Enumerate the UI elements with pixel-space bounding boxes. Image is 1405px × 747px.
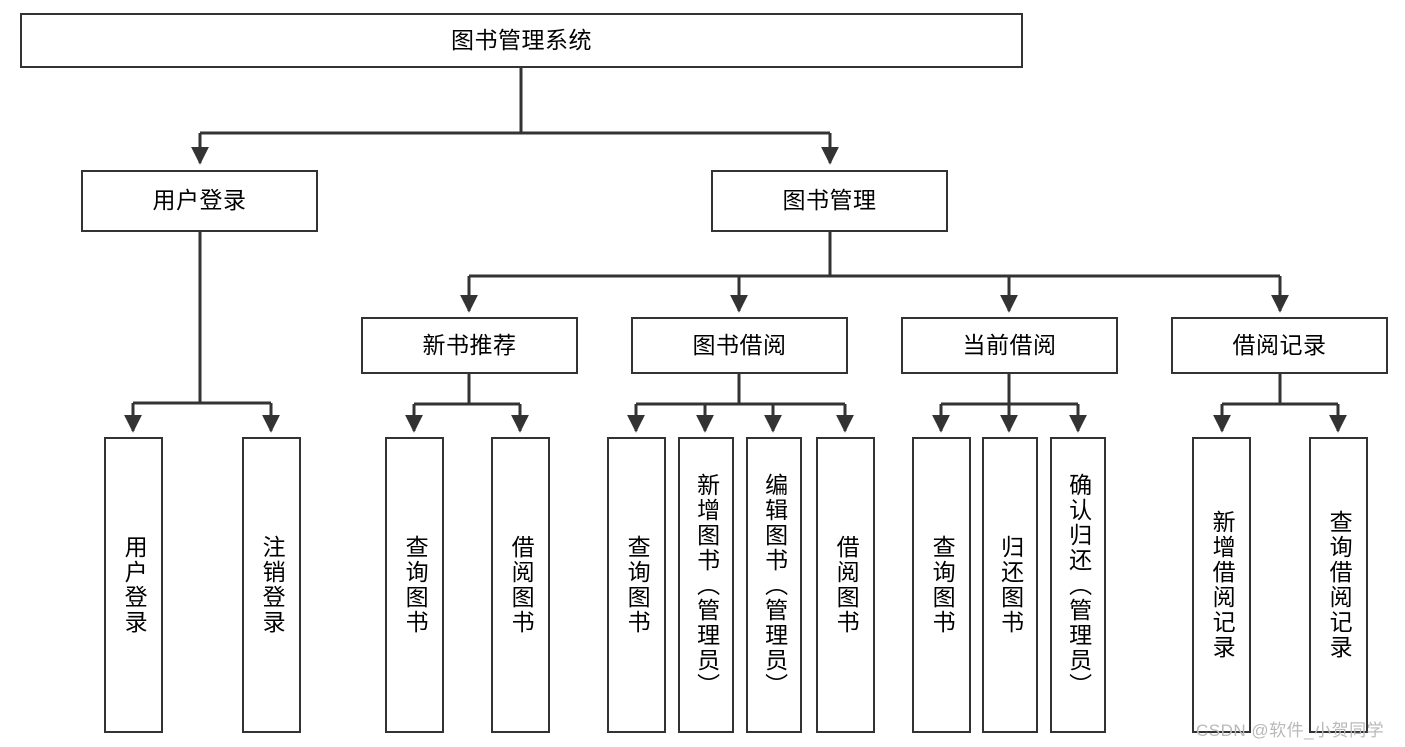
node-leaf-query-book-1-label: 查询图书	[402, 535, 429, 635]
node-leaf-query-book-3-label: 查询图书	[929, 535, 956, 635]
node-leaf-query-book-2-label: 查询图书	[624, 535, 651, 635]
node-leaf-logout-login[interactable]: 注销登录	[242, 437, 301, 733]
node-leaf-query-book-3[interactable]: 查询图书	[912, 437, 971, 733]
node-leaf-add-book-admin[interactable]: 新增图书（管理员）	[678, 437, 734, 733]
node-leaf-logout-login-label: 注销登录	[259, 535, 286, 635]
node-current-borrow[interactable]: 当前借阅	[901, 317, 1118, 374]
node-leaf-user-login[interactable]: 用户登录	[104, 437, 163, 733]
node-leaf-borrow-book-1[interactable]: 借阅图书	[491, 437, 550, 733]
node-current-borrow-label: 当前借阅	[962, 331, 1057, 358]
node-root[interactable]: 图书管理系统	[20, 13, 1023, 68]
node-borrow-record[interactable]: 借阅记录	[1171, 317, 1388, 374]
node-leaf-return-book-label: 归还图书	[997, 535, 1024, 635]
node-leaf-add-book-admin-label: 新增图书（管理员）	[693, 472, 720, 698]
node-leaf-return-book[interactable]: 归还图书	[982, 437, 1038, 733]
node-borrow-record-label: 借阅记录	[1232, 331, 1327, 358]
node-leaf-borrow-book-2[interactable]: 借阅图书	[816, 437, 875, 733]
node-leaf-query-book-2[interactable]: 查询图书	[607, 437, 666, 733]
node-leaf-user-login-label: 用户登录	[121, 535, 148, 635]
node-book-management-label: 图书管理	[782, 187, 877, 214]
node-leaf-query-borrow-record[interactable]: 查询借阅记录	[1309, 437, 1368, 733]
node-leaf-query-borrow-record-label: 查询借阅记录	[1326, 510, 1353, 660]
node-leaf-edit-book-admin[interactable]: 编辑图书（管理员）	[746, 437, 802, 733]
node-book-borrow-label: 图书借阅	[692, 331, 787, 358]
node-leaf-query-book-1[interactable]: 查询图书	[385, 437, 444, 733]
node-leaf-confirm-return-admin[interactable]: 确认归还（管理员）	[1050, 437, 1106, 733]
node-book-management[interactable]: 图书管理	[711, 170, 948, 232]
node-user-login[interactable]: 用户登录	[81, 170, 318, 232]
node-leaf-confirm-return-admin-label: 确认归还（管理员）	[1065, 472, 1092, 698]
node-new-book-recommend-label: 新书推荐	[422, 331, 517, 358]
node-leaf-borrow-book-1-label: 借阅图书	[508, 535, 535, 635]
node-leaf-borrow-book-2-label: 借阅图书	[833, 535, 860, 635]
node-leaf-add-borrow-record-label: 新增借阅记录	[1209, 510, 1236, 660]
node-user-login-label: 用户登录	[152, 187, 247, 214]
node-book-borrow[interactable]: 图书借阅	[631, 317, 848, 374]
node-new-book-recommend[interactable]: 新书推荐	[361, 317, 578, 374]
node-leaf-add-borrow-record[interactable]: 新增借阅记录	[1192, 437, 1251, 733]
node-leaf-edit-book-admin-label: 编辑图书（管理员）	[761, 472, 788, 698]
node-root-label: 图书管理系统	[451, 26, 592, 53]
watermark: CSDN @软件_小贺同学	[1196, 721, 1385, 740]
